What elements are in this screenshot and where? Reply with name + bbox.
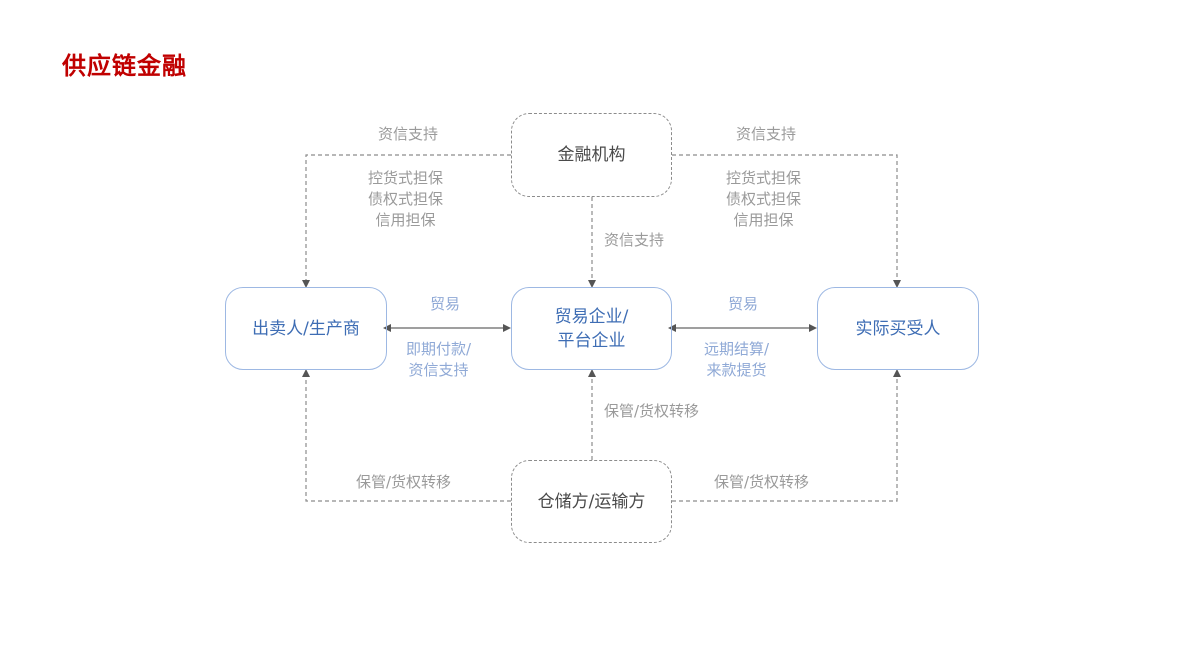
guarantee-item: 控货式担保	[368, 169, 444, 187]
node-trade-label-line2: 平台企业	[557, 330, 626, 351]
node-buyer-label: 实际买受人	[855, 318, 941, 339]
node-seller: 出卖人/生产商	[225, 287, 387, 370]
node-trade-label-line1: 贸易企业/	[554, 306, 629, 327]
edge-finance-seller	[302, 154, 511, 288]
node-buyer: 实际买受人	[817, 287, 979, 370]
guarantee-item: 信用担保	[375, 211, 436, 229]
label-seller-trade-top: 贸易	[430, 295, 461, 313]
edge-storage-seller	[302, 369, 511, 502]
label-finance-buyer-guarantees: 控货式担保 债权式担保 信用担保	[726, 168, 801, 231]
label-storage-seller: 保管/货权转移	[356, 473, 452, 491]
label-line: 即期付款/	[406, 340, 472, 358]
label-line: 来款提货	[706, 361, 767, 379]
label-trade-buyer-top: 贸易	[728, 295, 759, 313]
label-storage-buyer: 保管/货权转移	[714, 473, 810, 491]
label-seller-trade-bottom: 即期付款/ 资信支持	[406, 339, 471, 381]
label-storage-trade: 保管/货权转移	[604, 402, 700, 420]
node-finance-institution: 金融机构	[511, 113, 672, 197]
label-line: 远期结算/	[704, 340, 770, 358]
label-finance-seller-credit: 资信支持	[378, 125, 439, 143]
guarantee-item: 信用担保	[733, 211, 794, 229]
node-finance-label: 金融机构	[557, 145, 626, 165]
edge-finance-buyer	[672, 154, 901, 288]
label-line: 资信支持	[408, 361, 469, 379]
label-finance-trade-credit: 资信支持	[604, 231, 665, 249]
label-finance-seller-guarantees: 控货式担保 债权式担保 信用担保	[368, 168, 443, 231]
guarantee-item: 债权式担保	[368, 190, 444, 208]
node-storage-label: 仓储方/运输方	[537, 491, 646, 512]
node-seller-label: 出卖人/生产商	[252, 318, 360, 339]
label-finance-buyer-credit: 资信支持	[736, 125, 797, 143]
label-trade-buyer-bottom: 远期结算/ 来款提货	[704, 339, 769, 381]
guarantee-item: 债权式担保	[726, 190, 802, 208]
node-trade-enterprise: 贸易企业/ 平台企业	[511, 287, 672, 370]
page-title: 供应链金融	[62, 52, 187, 80]
guarantee-item: 控货式担保	[726, 169, 802, 187]
node-storage-transport: 仓储方/运输方	[511, 460, 672, 543]
edge-storage-buyer	[672, 369, 901, 502]
